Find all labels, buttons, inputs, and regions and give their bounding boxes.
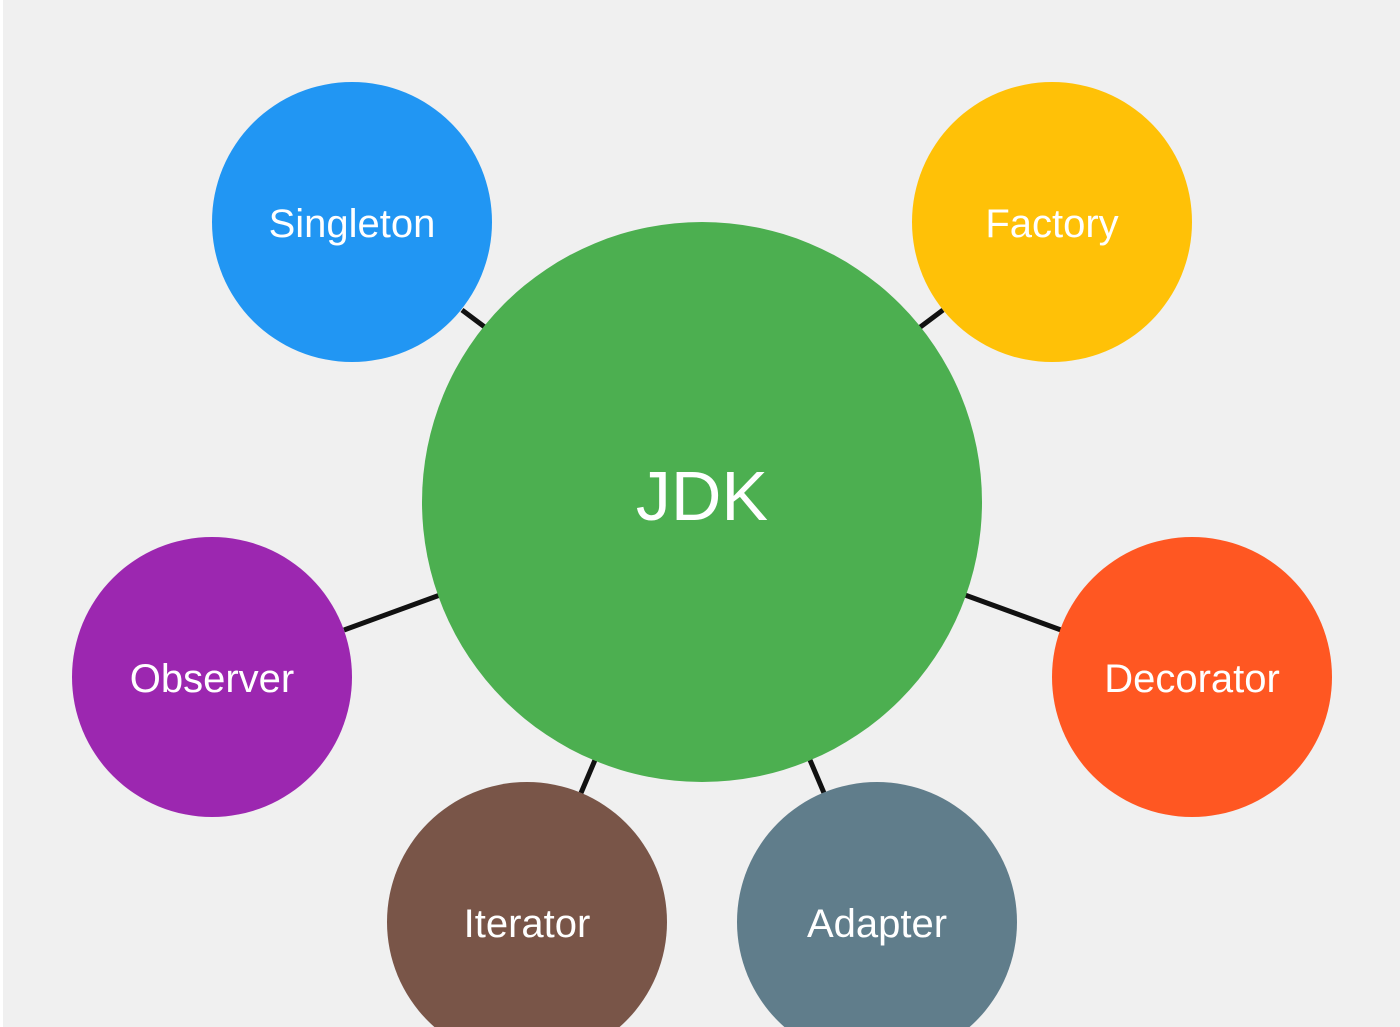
- node-observer: Observer: [72, 537, 352, 817]
- node-iterator: Iterator: [387, 782, 667, 1027]
- connector-adapter: [807, 759, 827, 794]
- left-edge-strip: [0, 0, 3, 1027]
- node-singleton: Singleton: [212, 82, 492, 362]
- connector-iterator: [578, 759, 598, 794]
- connector-factory: [917, 308, 945, 330]
- connector-singleton: [460, 308, 488, 330]
- node-observer-circle: [72, 537, 352, 817]
- node-iterator-label: Iterator: [464, 902, 591, 946]
- node-adapter-label: Adapter: [807, 902, 947, 946]
- node-singleton-label: Singleton: [269, 202, 436, 246]
- node-adapter: Adapter: [737, 782, 1017, 1027]
- node-iterator-circle: [387, 782, 667, 1027]
- connector-observer: [343, 592, 441, 633]
- connectors: [343, 308, 1062, 794]
- node-adapter-circle: [737, 782, 1017, 1027]
- node-factory-circle: [912, 82, 1192, 362]
- node-decorator-circle: [1052, 537, 1332, 817]
- node-jdk-label: JDK: [636, 457, 768, 535]
- node-decorator: Decorator: [1052, 537, 1332, 817]
- node-jdk: JDK: [422, 222, 982, 782]
- node-observer-label: Observer: [130, 657, 295, 701]
- connector-decorator: [964, 592, 1062, 633]
- node-singleton-circle: [212, 82, 492, 362]
- node-factory: Factory: [912, 82, 1192, 362]
- node-factory-label: Factory: [985, 202, 1118, 246]
- node-decorator-label: Decorator: [1104, 657, 1280, 701]
- node-jdk-circle: [422, 222, 982, 782]
